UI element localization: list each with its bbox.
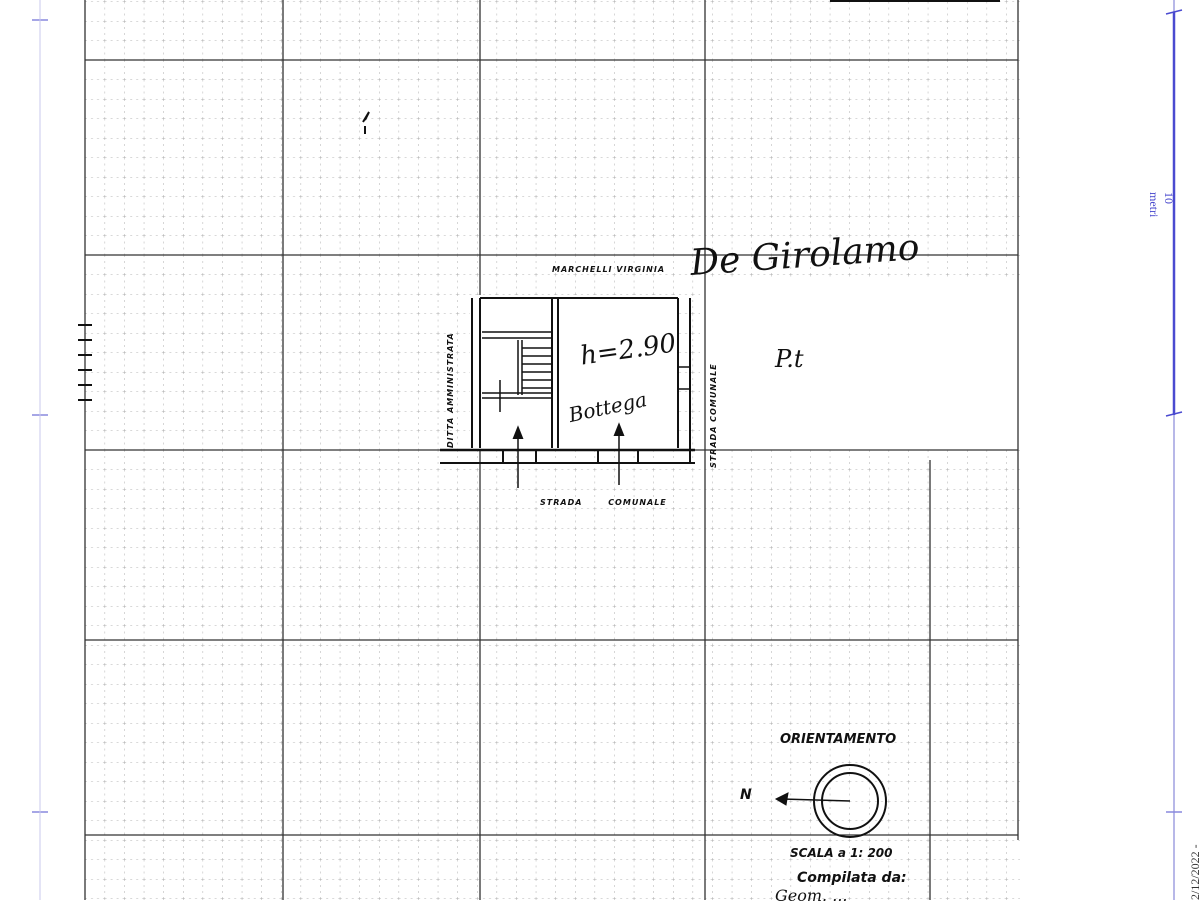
orientation-symbol	[774, 764, 887, 838]
scale-text: SCALA a 1: 200	[790, 846, 893, 860]
north-mark: N	[740, 787, 752, 803]
compiled-by-label: Compilata da:	[797, 870, 907, 886]
street-bottom-label: STRADA COMUNALE	[540, 498, 667, 507]
floor-label: P.t	[775, 345, 804, 373]
grid	[78, 0, 1020, 900]
scale-bar-label: 10 metri	[1147, 192, 1176, 218]
orientation-title: ORIENTAMENTO	[780, 732, 897, 747]
left-margin-ticks	[32, 0, 48, 900]
street-right-label: STRADA COMUNALE	[709, 363, 718, 468]
margin-stamp: 2/12/2022 - Comune di ARCEVIA(A366) - < …	[1188, 844, 1200, 900]
compiled-by-name: Geom. ...	[775, 886, 848, 905]
neighbor-left-label: DITTA AMMINISTRATA	[446, 332, 455, 448]
neighbor-top-label: MARCHELLI VIRGINIA	[552, 265, 666, 274]
scale-bar	[1165, 0, 1183, 900]
floor-plan	[440, 295, 695, 488]
